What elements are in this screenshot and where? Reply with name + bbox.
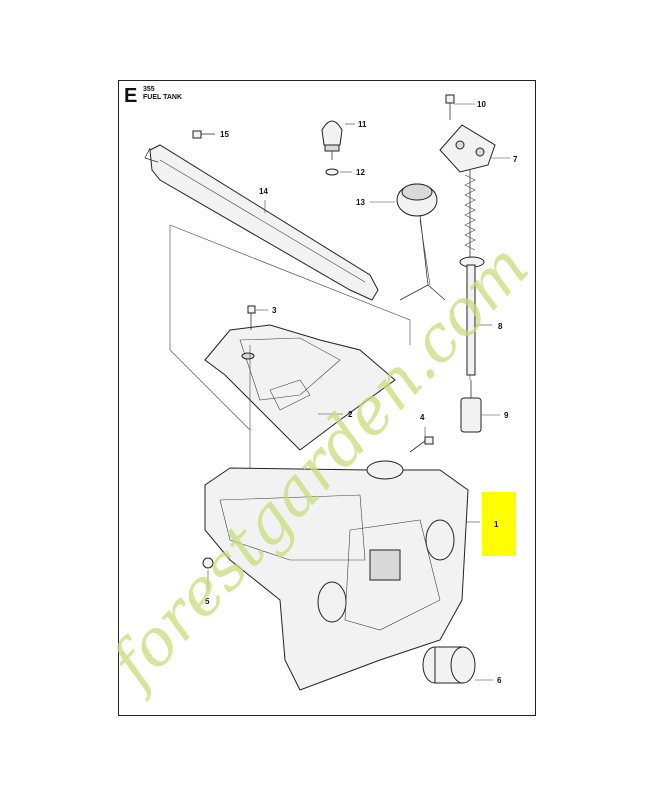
callout-13: 13	[356, 198, 365, 207]
callout-2: 2	[348, 410, 353, 419]
callout-15: 15	[220, 130, 229, 139]
callout-6: 6	[497, 676, 502, 685]
callout-8: 8	[498, 322, 503, 331]
callout-11: 11	[358, 120, 367, 129]
callout-1: 1	[494, 520, 499, 529]
part-6-av-element[interactable]	[422, 646, 493, 684]
part-2-cover[interactable]	[204, 324, 396, 451]
callout-10: 10	[477, 100, 486, 109]
section-letter: E	[124, 85, 138, 107]
part-1-fuel-tank[interactable]	[204, 460, 480, 691]
part-11-primer-bulb[interactable]	[321, 120, 355, 160]
callout-7: 7	[513, 155, 518, 164]
part-14-handle-bar[interactable]	[144, 144, 379, 301]
diagram-frame	[118, 80, 536, 716]
part-12-clip[interactable]	[325, 168, 352, 176]
model-number: 355	[143, 86, 155, 93]
callout-14: 14	[259, 187, 268, 196]
part-3-screw[interactable]	[247, 305, 268, 330]
part-10-screw[interactable]	[445, 94, 475, 120]
callout-4: 4	[420, 413, 425, 422]
part-9-fuel-filter[interactable]	[460, 380, 500, 433]
part-4-screw[interactable]	[409, 427, 434, 453]
part-7-bracket[interactable]	[439, 124, 510, 173]
diagram-title: FUEL TANK	[143, 94, 183, 101]
part-8-fuel-hose[interactable]	[459, 170, 492, 376]
callout-12: 12	[356, 168, 365, 177]
callout-5: 5	[205, 597, 210, 606]
part-15-screw[interactable]	[192, 130, 215, 139]
part-13-fuel-cap[interactable]	[370, 183, 446, 301]
callout-9: 9	[504, 411, 509, 420]
part-5-nut[interactable]	[202, 557, 214, 590]
callout-3: 3	[272, 306, 277, 315]
part-1-highlight[interactable]	[482, 492, 516, 556]
